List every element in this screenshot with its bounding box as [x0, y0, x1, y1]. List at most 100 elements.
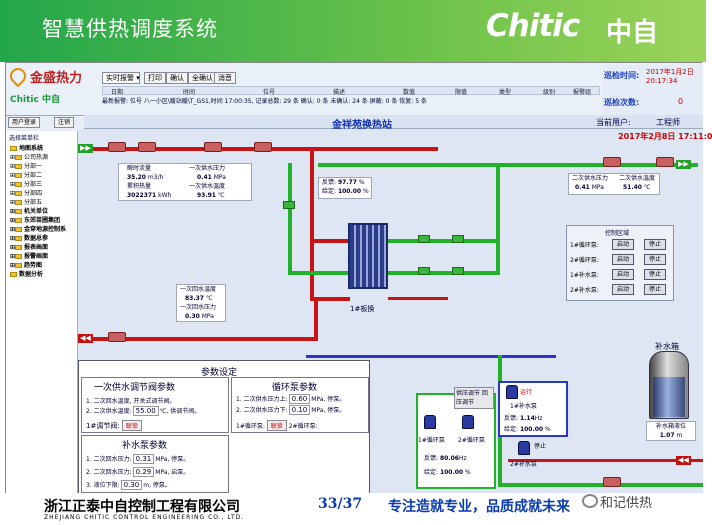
sidebar-item-ground-source[interactable]: ⊞金穿地源控制系 — [10, 226, 67, 233]
folder-icon — [15, 236, 23, 241]
col-group: 报警组 — [573, 89, 592, 96]
sidebar-item-branch-4[interactable]: ⊞分部四 — [10, 190, 43, 197]
col-tag: 位号 — [263, 89, 276, 96]
sidebar-item-nursery-group[interactable]: ⊞东郊苗圃集团 — [10, 217, 61, 224]
outlet-arrow: ◀◀ — [676, 456, 691, 465]
start-button[interactable]: 启动 — [612, 254, 634, 265]
setpoint-input[interactable]: 0.60 — [288, 394, 311, 404]
primary-valve-section: 一次供水调节阀参数 1. 二次回水温度, 开关式调节阀。 2. 二次供水温度:5… — [81, 377, 229, 433]
secondary-left-riser — [288, 163, 292, 273]
secondary-supply-pipe — [318, 163, 698, 167]
brand-en: Chitic 中自 — [10, 95, 60, 105]
confirm-all-button[interactable]: 全确认 — [188, 72, 217, 84]
outlet-arrow: ◀◀ — [78, 334, 93, 343]
folder-icon — [10, 272, 17, 277]
slogan: 专注造就专业，品质成就未来 — [388, 499, 570, 515]
tank-outflow — [508, 459, 703, 462]
start-button[interactable]: 启动 — [612, 284, 634, 295]
scada-screenshot: 金盛热力 Chitic 中自 实时报警 ▾ 打印 确认 全确认 消音 日期 时间… — [5, 62, 712, 494]
current-user-value: 工程师 — [656, 118, 680, 127]
station-bar: 金祥苑换热站 当前用户: 工程师 — [84, 115, 703, 131]
plate-heat-exchanger[interactable] — [348, 223, 388, 289]
folder-icon — [15, 164, 23, 169]
pump-icon[interactable] — [518, 441, 530, 455]
patrol-time-label: 巡检时间: — [604, 71, 640, 80]
company-name-cn: 浙江正泰中自控制工程有限公司 — [44, 499, 240, 515]
section-title: 补水泵参数 — [122, 441, 168, 451]
return-valve-icon[interactable] — [108, 332, 126, 342]
setpoint-input[interactable]: 0.30 — [120, 480, 143, 490]
sidebar-item-branch-2[interactable]: ⊞分部二 — [10, 172, 43, 179]
secondary-valve-icon — [283, 201, 295, 209]
primary-valve-icon[interactable] — [108, 142, 126, 152]
sidebar-item-alarms[interactable]: ⊞报警画面 — [10, 253, 49, 260]
watermark: 和记供热 — [600, 496, 653, 511]
col-limit: 限值 — [455, 89, 468, 96]
stop-button[interactable]: 停止 — [644, 269, 666, 280]
inlet-arrow: ▶▶ — [676, 160, 691, 169]
confirm-button[interactable]: 确认 — [166, 72, 188, 84]
pump-icon[interactable] — [506, 385, 518, 399]
temp-sensor-icon — [204, 142, 222, 152]
stop-button[interactable]: 停止 — [644, 254, 666, 265]
setpoint-input[interactable]: 0.31 — [132, 454, 155, 464]
col-desc: 描述 — [333, 89, 346, 96]
interlock-button[interactable]: 联锁 — [266, 420, 287, 431]
hx-label: 1#板换 — [350, 305, 375, 313]
sidebar-item-analysis[interactable]: 数据分析 — [10, 271, 43, 279]
hx-secondary-out — [388, 239, 498, 243]
sidebar-item-branch-5[interactable]: ⊞分部五 — [10, 199, 43, 206]
app-header: 金盛热力 Chitic 中自 实时报警 ▾ 打印 确认 全确认 消音 日期 时间… — [6, 63, 703, 116]
alarm-type-select[interactable]: 实时报警 ▾ — [102, 72, 140, 84]
page-number: 33/37 — [318, 496, 363, 512]
params-title: 参数设定 — [201, 368, 238, 378]
patrol-panel: 巡检时间: 2017年1月2日 20:17:34 巡检次数: 0 — [602, 65, 702, 115]
sidebar-item-branch-1[interactable]: ⊞分部一 — [10, 163, 43, 170]
folder-icon — [15, 218, 23, 223]
stop-button[interactable]: 停止 — [644, 284, 666, 295]
valve-feedback-panel: 反馈: 97.77 % 给定: 100.00 % — [318, 177, 372, 199]
section-title: 循环泵参数 — [272, 383, 318, 393]
patrol-count-label: 巡检次数: — [604, 98, 640, 107]
zhongzi-logo: 中自 — [606, 18, 659, 48]
col-type: 类型 — [499, 89, 512, 96]
col-date: 日期 — [111, 89, 124, 96]
start-button[interactable]: 启动 — [612, 239, 634, 250]
stop-button[interactable]: 停止 — [644, 239, 666, 250]
makeup-line — [306, 355, 556, 358]
interlock-button[interactable]: 联锁 — [121, 420, 142, 431]
mute-button[interactable]: 消音 — [214, 72, 236, 84]
sidebar-item-branch-3[interactable]: ⊞分部三 — [10, 181, 43, 188]
user-login-button[interactable]: 用户登录 — [8, 117, 41, 128]
pump-icon[interactable] — [462, 415, 474, 429]
sidebar-item-heat-source[interactable]: ⊞公司热源 — [10, 154, 49, 161]
sidebar-item-reports[interactable]: ⊞报表画面 — [10, 244, 49, 251]
pump-icon[interactable] — [424, 415, 436, 429]
sidebar-item-trends[interactable]: ⊞趋势图 — [10, 262, 43, 269]
temp-sensor-icon — [603, 157, 621, 167]
hx-valve-icon — [418, 235, 430, 243]
control-zone: 控制区域 1#循环泵:启动停止 2#循环泵:启动停止 1#补水泵:启动停止 2#… — [566, 225, 674, 301]
start-button[interactable]: 启动 — [612, 269, 634, 280]
hx-valve-icon — [452, 235, 464, 243]
sidebar-item-agencies[interactable]: ⊞机关单位 — [10, 208, 49, 215]
hx-secondary-return — [388, 271, 498, 275]
sidebar-item-map[interactable]: 地图系统 — [10, 145, 43, 153]
tank-level-panel: 补水箱液位 1.07 m — [646, 421, 696, 441]
setpoint-input[interactable]: 55.00 — [132, 406, 159, 416]
setpoint-input[interactable]: 0.29 — [132, 467, 155, 477]
pressure-adjust-buttons[interactable]: 供压调节 回压调节 — [454, 387, 494, 409]
date-time: 2017年2月8日 17:11:0 — [618, 132, 712, 141]
control-zone-title: 控制区域 — [605, 230, 630, 237]
patrol-count-value: 0 — [678, 97, 684, 106]
folder-icon — [15, 173, 23, 178]
print-button[interactable]: 打印 — [144, 72, 166, 84]
sidebar-item-data-summary[interactable]: ⊞数据总参 — [10, 235, 49, 242]
logout-button[interactable]: 注销 — [54, 117, 75, 128]
setpoint-input[interactable]: 0.10 — [288, 405, 311, 415]
pressure-sensor-icon — [656, 157, 674, 167]
col-time: 时间 — [183, 89, 196, 96]
col-value: 数值 — [403, 89, 416, 96]
